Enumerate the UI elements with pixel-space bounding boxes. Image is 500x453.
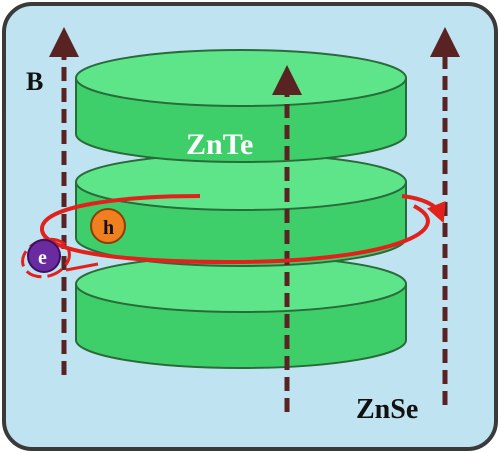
electron-orbit-tail: [65, 262, 99, 272]
hole-label: h: [103, 217, 114, 239]
disc-top: [75, 49, 407, 163]
disc-middle: [75, 153, 407, 267]
field-label: B: [26, 67, 43, 96]
matrix-material-label: ZnSe: [356, 394, 418, 425]
disc-bottom: [75, 255, 407, 369]
hole-orbit: [40, 194, 430, 265]
electron-label: e: [38, 247, 47, 269]
hole-particle: [90, 208, 126, 244]
hole-orbit-arrow: [401, 194, 446, 224]
electron-particle: [27, 239, 61, 273]
disc-material-label: ZnTe: [186, 128, 253, 161]
